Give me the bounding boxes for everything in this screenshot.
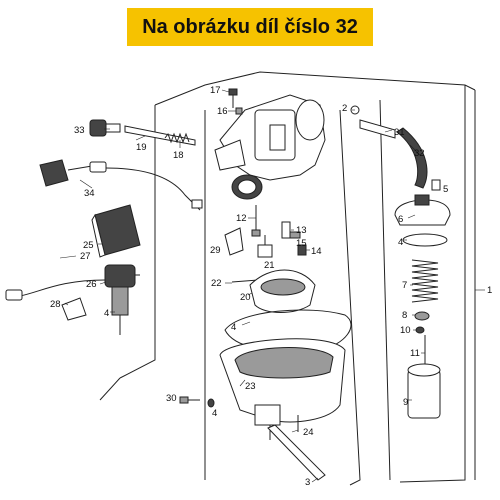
jet-13 [281,221,291,239]
cap-25 [91,204,141,258]
label-part-25: 25 [83,240,94,251]
label-part-21: 21 [264,260,275,271]
label-part-34: 34 [84,188,95,199]
hose-3 [267,424,326,481]
gasket-4-right [402,233,448,247]
clip-10 [415,326,425,334]
screw-17 [228,88,238,108]
label-part-17: 17 [210,85,221,96]
washer-4-bottom [207,398,215,408]
screw-30 [179,396,200,404]
hose-32 [396,127,428,189]
label-part-23: 23 [245,381,256,392]
label-part-1: 1 [487,285,492,296]
part-labels: 17 16 33 19 18 34 2 31 32 5 6 4 7 1 8 10… [50,85,492,488]
label-part-29: 29 [210,245,221,256]
label-part-26: 26 [86,279,97,290]
slide-9 [407,363,441,419]
part-15 [289,231,301,239]
label-part-22: 22 [211,278,222,289]
screw-12 [251,205,261,237]
label-part-31: 31 [394,127,405,138]
label-part-7: 7 [402,280,407,291]
carburetor-body [214,94,326,200]
cap-33 [89,119,121,137]
screw-5 [431,179,441,191]
pin-22 [231,279,259,283]
label-part-9: 9 [403,397,408,408]
float-21 [257,235,273,258]
spring-18 [164,132,190,144]
label-part-20: 20 [240,292,251,303]
label-part-28: 28 [50,299,61,310]
label-part-30: 30 [166,393,177,404]
clip-28 [61,297,87,321]
label-part-16: 16 [217,106,228,117]
spring-7 [411,259,439,303]
connector-34 [39,159,203,211]
label-part-12: 12 [236,213,247,224]
label-part-27: 27 [80,251,91,262]
label-part-11: 11 [410,348,420,359]
label-part-4-right: 4 [398,237,403,248]
label-part-19: 19 [136,142,147,153]
label-part-24: 24 [303,427,314,438]
label-part-4-gasket: 4 [231,322,236,333]
leader-lines [59,89,441,483]
label-part-32: 32 [414,148,425,159]
clip-29 [224,227,244,256]
float-20 [249,269,316,313]
label-part-8: 8 [402,310,407,321]
label-part-14: 14 [311,246,322,257]
starter-26 [104,264,140,335]
label-part-4-bottom: 4 [212,408,217,419]
banner-text: Na obrázku díl číslo 32 [142,15,358,38]
label-part-6: 6 [398,214,403,225]
cable-31 [359,119,396,139]
screw-16 [235,107,243,115]
label-part-10: 10 [400,325,411,336]
label-part-18: 18 [173,150,184,161]
label-part-13: 13 [296,225,307,236]
label-part-3: 3 [305,477,310,488]
label-part-33: 33 [74,125,85,136]
label-part-15: 15 [296,238,307,249]
float-bowl-23 [219,338,346,440]
clip-8 [414,311,430,321]
label-part-5: 5 [443,184,448,195]
label-part-4-left: 4 [104,308,109,319]
frame-lines [99,71,485,486]
highlight-banner: Na obrázku díl číslo 32 [127,8,373,46]
label-part-2: 2 [342,103,347,114]
lid-6 [394,194,451,226]
cable-27 [5,279,106,301]
